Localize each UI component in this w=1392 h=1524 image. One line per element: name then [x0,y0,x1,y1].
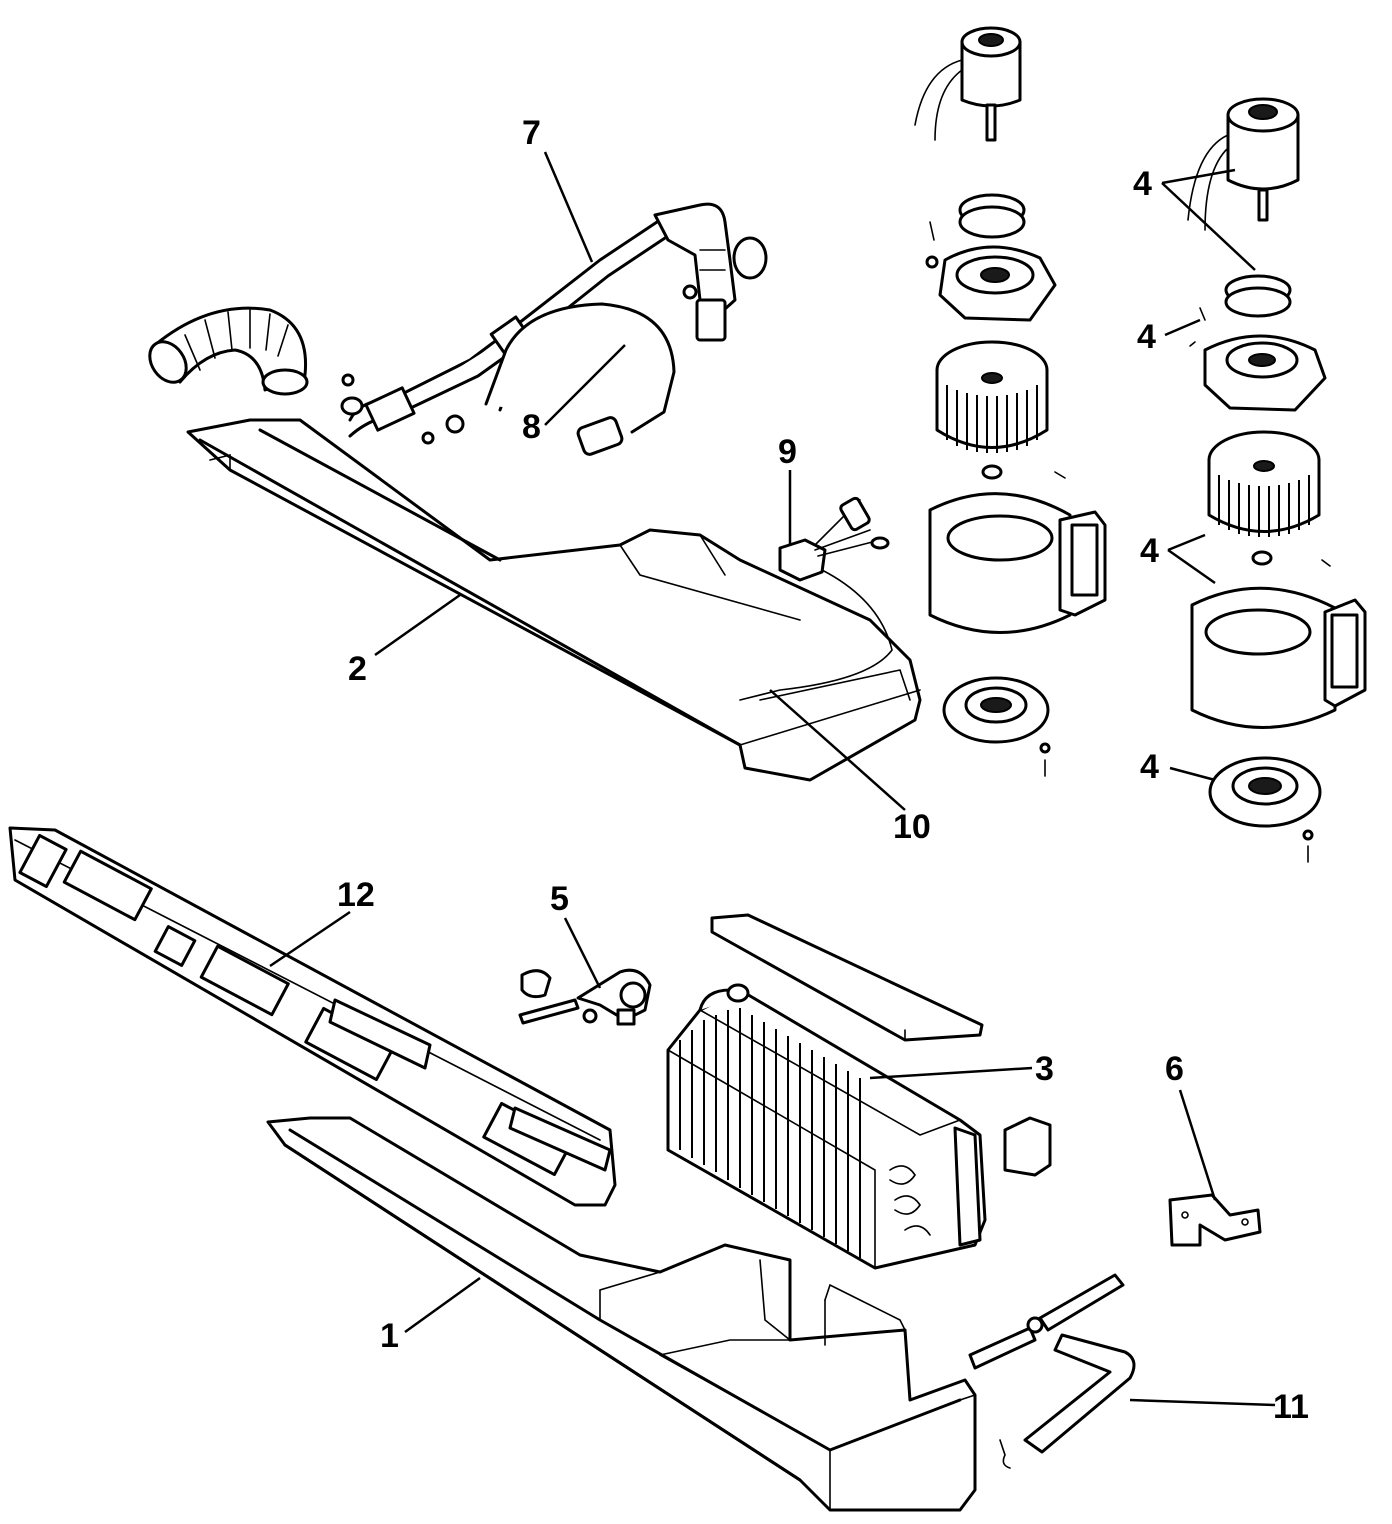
blower-stack-right [1187,97,1367,863]
suction-hose-assembly [340,202,768,438]
louver-panel [8,826,617,1207]
leader-lines [269,151,1276,1407]
callout-4-clamp: 4 [1137,318,1156,356]
resistor [739,496,893,701]
evaporator-cover-plate [710,913,984,1042]
mounting-bracket [1168,1193,1262,1247]
callout-2: 2 [348,650,367,688]
callout-labels: 7 8 9 2 10 4 4 4 4 12 5 3 6 1 11 [337,114,1309,1426]
callout-1: 1 [380,1317,399,1355]
expansion-valve [518,968,652,1026]
liquid-hose-assembly [421,302,676,456]
callout-4-case: 4 [1140,532,1159,570]
callout-9: 9 [778,433,797,471]
callout-7: 7 [522,114,541,152]
callout-12: 12 [337,876,375,914]
callout-10: 10 [893,808,931,846]
blower-stack-middle [914,26,1107,777]
drain-hose [968,1273,1136,1469]
callout-4-plate: 4 [1140,748,1159,786]
callout-4-motor: 4 [1133,165,1152,203]
callout-11: 11 [1273,1388,1309,1426]
upper-housing [186,418,922,782]
callout-3: 3 [1035,1050,1054,1088]
duct-elbow [148,306,309,396]
callout-5: 5 [550,880,569,918]
evaporator-core [666,983,1052,1270]
callout-6: 6 [1165,1050,1184,1088]
callout-8: 8 [522,408,541,446]
lower-housing [266,1116,977,1512]
